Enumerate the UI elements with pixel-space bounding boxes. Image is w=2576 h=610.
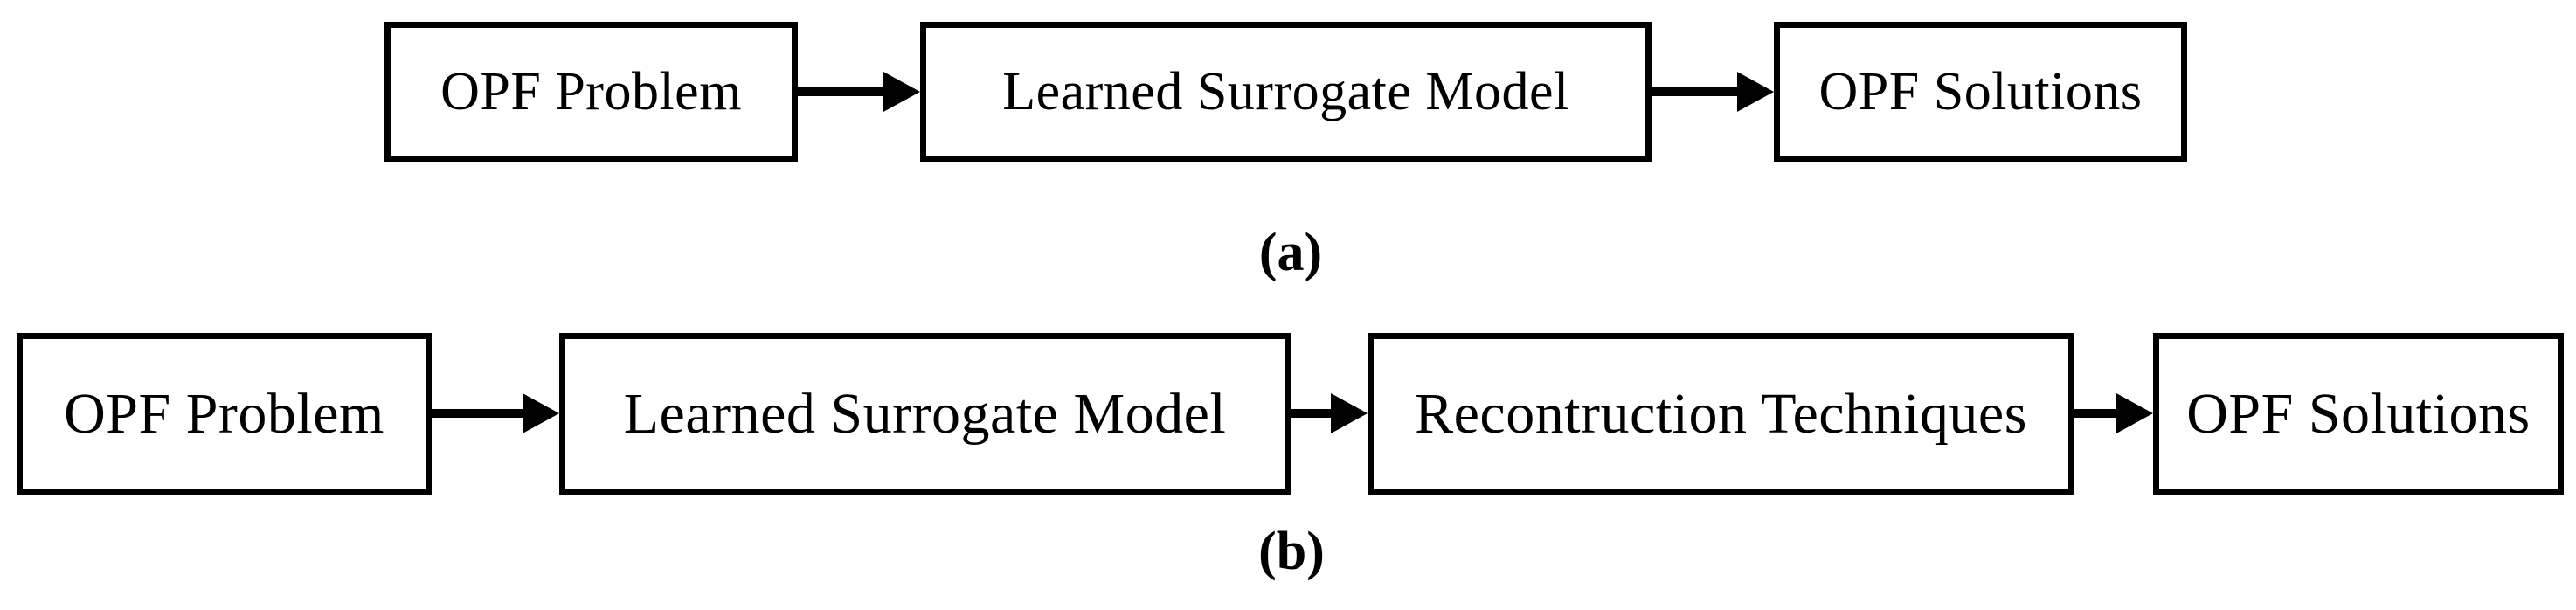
- arrow-head: [883, 72, 920, 112]
- arrow-head: [523, 393, 559, 433]
- arrow-shaft: [1291, 409, 1331, 418]
- arrow-shaft: [798, 87, 883, 96]
- flow-box-label: OPF Problem: [64, 381, 384, 446]
- arrow-shaft: [2074, 409, 2116, 418]
- arrow-head: [2116, 393, 2153, 433]
- flow-box-label: Learned Surrogate Model: [623, 381, 1227, 446]
- flow-box-label: OPF Problem: [440, 62, 742, 121]
- flow-box-label: OPF Solutions: [1818, 62, 2143, 121]
- flow-box-label: OPF Solutions: [2186, 381, 2531, 446]
- flow-box-recontruction-techniques-b[interactable]: Recontruction Techniques: [1368, 333, 2074, 495]
- flow-box-learned-surrogate-model-b[interactable]: Learned Surrogate Model: [559, 333, 1291, 495]
- arrow-head: [1737, 72, 1774, 112]
- subfigure-caption-a: (a): [1258, 223, 1323, 282]
- flow-box-learned-surrogate-model-a[interactable]: Learned Surrogate Model: [920, 22, 1652, 162]
- flow-box-opf-solutions-b[interactable]: OPF Solutions: [2153, 333, 2564, 495]
- arrow-shaft: [1652, 87, 1737, 96]
- flow-box-opf-solutions-a[interactable]: OPF Solutions: [1774, 22, 2187, 162]
- flow-box-label: Learned Surrogate Model: [1002, 62, 1569, 121]
- arrow-shaft: [432, 409, 523, 418]
- flow-box-opf-problem-a[interactable]: OPF Problem: [384, 22, 798, 162]
- flow-box-opf-problem-b[interactable]: OPF Problem: [17, 333, 432, 495]
- flow-box-label: Recontruction Techniques: [1415, 381, 2027, 446]
- subfigure-caption-b: (b): [1258, 522, 1325, 581]
- arrow-head: [1331, 393, 1368, 433]
